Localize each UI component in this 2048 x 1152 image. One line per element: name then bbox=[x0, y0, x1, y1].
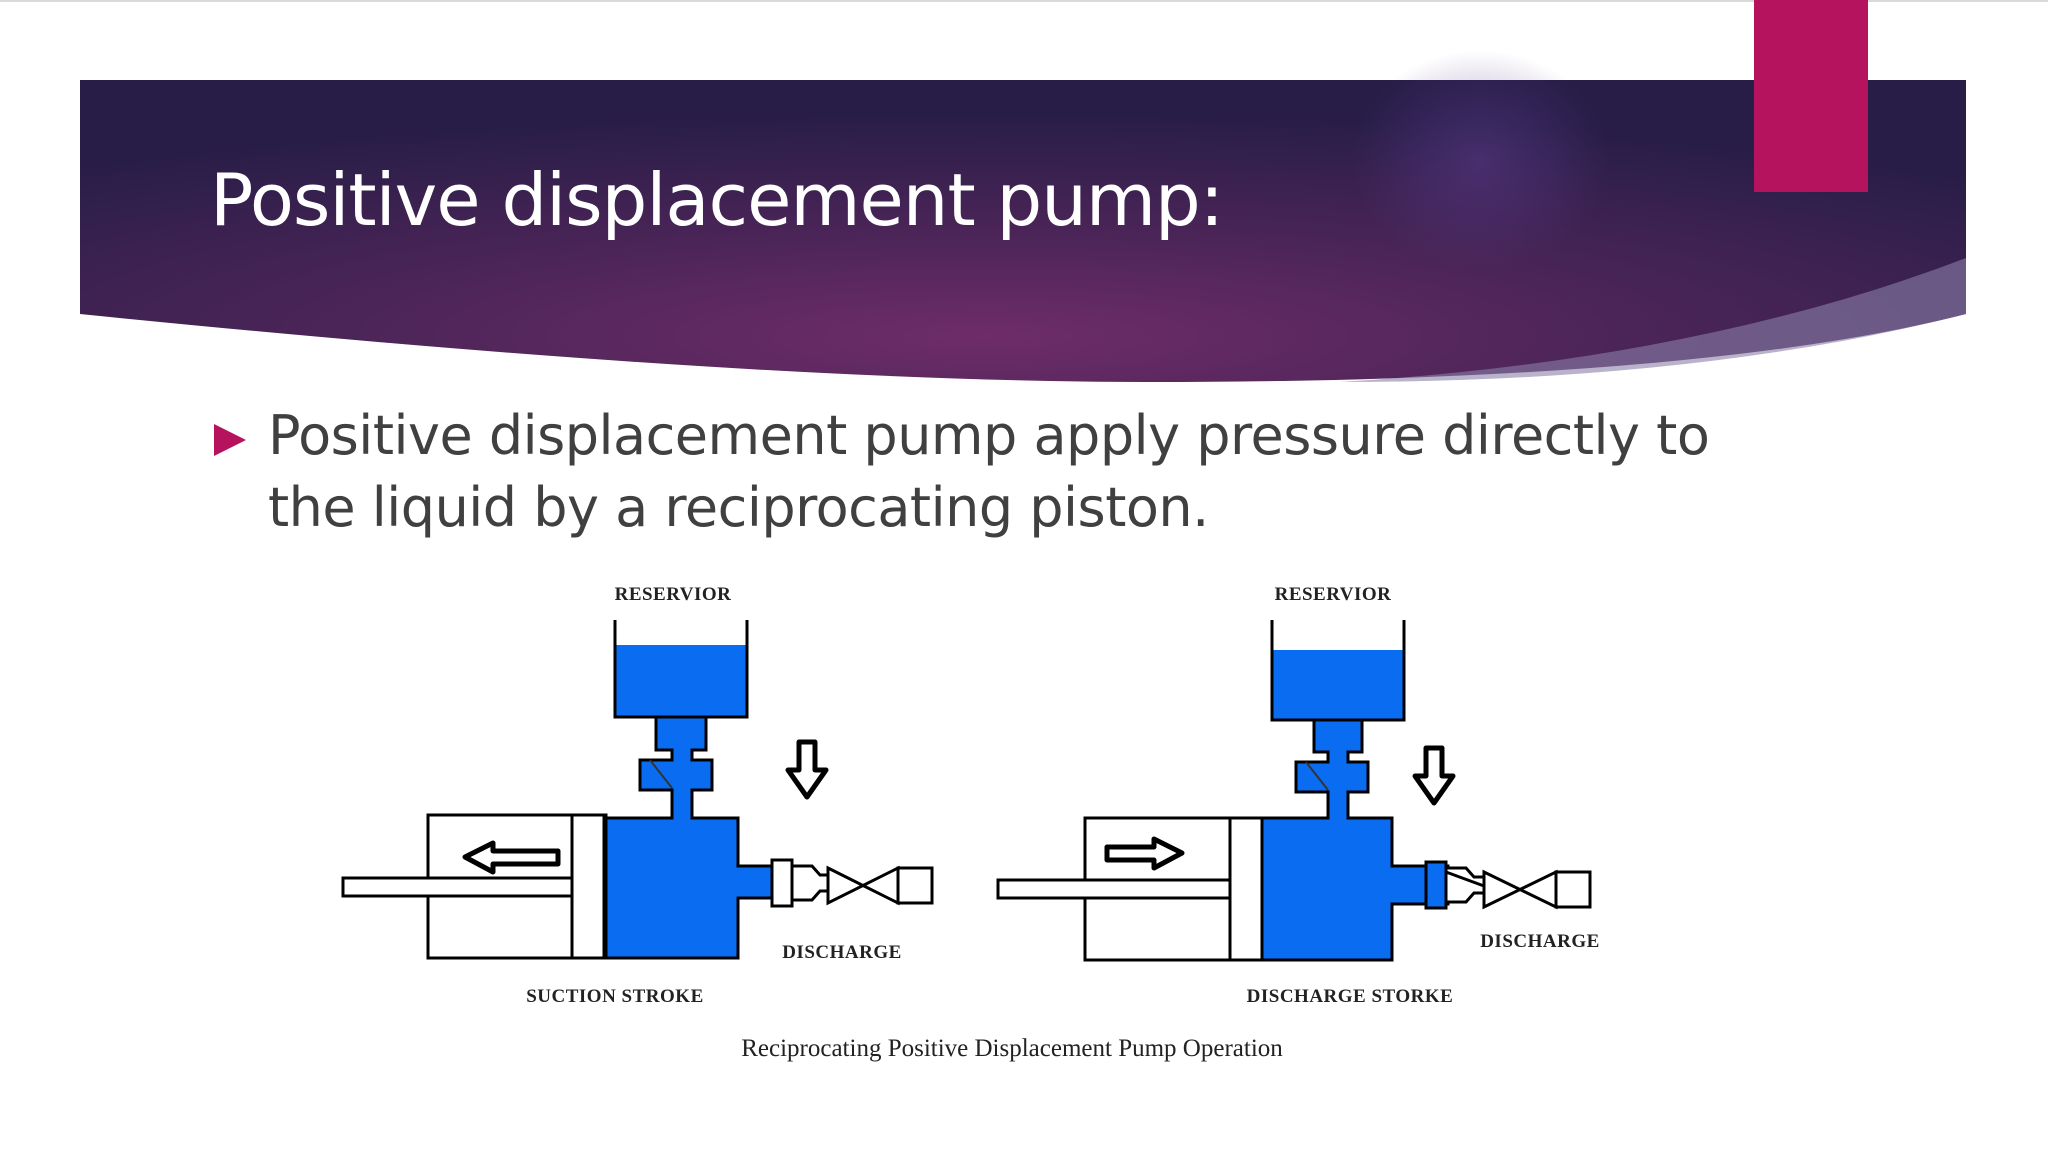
discharge-label: DISCHARGE bbox=[1480, 931, 1600, 952]
reservoir-label: RESERVIOR bbox=[1275, 584, 1392, 605]
stroke-label: DISCHARGE STORKE bbox=[1247, 986, 1454, 1007]
piston bbox=[570, 813, 606, 960]
down-arrow-icon bbox=[785, 739, 829, 800]
right-arrow-icon bbox=[1104, 836, 1185, 871]
pump-body-fluid bbox=[604, 715, 782, 960]
pump-body-fluid bbox=[1260, 718, 1450, 962]
accent-tab bbox=[1754, 0, 1868, 192]
slide-title: Positive displacement pump: bbox=[210, 158, 1224, 242]
banner-swoosh bbox=[1340, 258, 1966, 382]
reservoir-fluid bbox=[1272, 650, 1404, 720]
bullet-text: Positive displacement pump apply pressur… bbox=[268, 404, 1710, 539]
reservoir-label: RESERVIOR bbox=[615, 584, 732, 605]
piston-rod bbox=[996, 878, 1232, 900]
discharge-label: DISCHARGE bbox=[782, 942, 902, 963]
stroke-label: SUCTION STROKE bbox=[526, 986, 704, 1007]
down-arrow-icon bbox=[1412, 745, 1456, 806]
diagram-caption: Reciprocating Positive Displacement Pump… bbox=[741, 1035, 1283, 1062]
triangle-bullet-icon bbox=[214, 424, 246, 456]
left-arrow-icon bbox=[462, 840, 561, 875]
slide-top-border bbox=[0, 0, 2048, 2]
discharge-valve bbox=[1424, 860, 1592, 910]
piston-rod bbox=[341, 876, 574, 898]
reservoir-fluid bbox=[615, 645, 747, 717]
pump-suction-stroke: RESERVIOR DISCHARGE SUCTION STROKE bbox=[341, 584, 934, 1007]
discharge-valve bbox=[770, 858, 934, 908]
piston bbox=[1228, 816, 1264, 962]
pump-discharge-stroke: RESERVIOR DISCHARGE DISCHARGE STORKE bbox=[996, 584, 1600, 1007]
